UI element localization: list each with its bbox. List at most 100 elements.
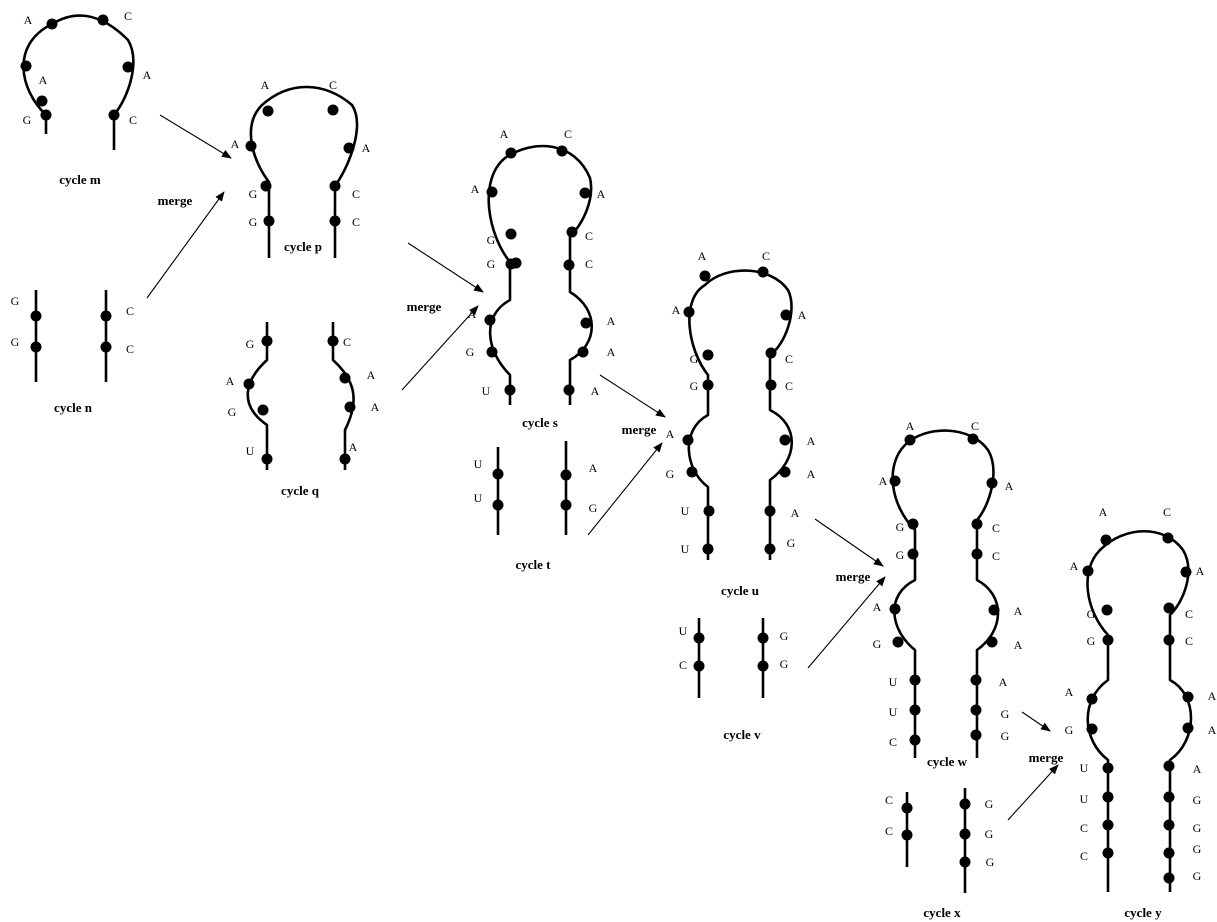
- nucleotide-label: A: [698, 249, 707, 263]
- nucleotide-label: G: [985, 797, 994, 811]
- nucleotide-label: C: [1080, 821, 1088, 835]
- nucleotide-dot: [30, 341, 42, 353]
- nucleotide-label: A: [1005, 479, 1014, 493]
- nucleotide-dot: [560, 499, 572, 511]
- nucleotide-label: A: [597, 187, 606, 201]
- nucleotide-label: A: [1099, 505, 1108, 519]
- nucleotide-dot: [261, 453, 273, 465]
- cycle-label: cycle n: [54, 400, 93, 415]
- merge-arrow: [401, 305, 479, 391]
- nucleotide-dot: [1100, 534, 1112, 546]
- nucleotide-label: A: [143, 68, 152, 82]
- nucleotide-dot: [907, 518, 919, 530]
- nucleotide-dot: [1102, 847, 1114, 859]
- nucleotide-dot: [100, 310, 112, 322]
- nucleotide-dot: [1082, 565, 1094, 577]
- nucleotide-label: U: [679, 624, 688, 638]
- nucleotide-label: G: [487, 257, 496, 271]
- nucleotide-dot: [970, 704, 982, 716]
- nucleotide-label: C: [1163, 505, 1171, 519]
- nucleotide-dot: [1163, 791, 1175, 803]
- cycle-label: cycle p: [284, 239, 322, 254]
- nucleotide-label: A: [999, 675, 1008, 689]
- nucleotide-label: U: [681, 504, 690, 518]
- nucleotide-dot: [757, 266, 769, 278]
- cycle-label: cycle s: [522, 415, 558, 430]
- merge-arrow: [407, 242, 484, 293]
- nucleotide-label: A: [1193, 762, 1202, 776]
- nucleotide-label: G: [1001, 729, 1010, 743]
- nucleotide-dot: [959, 828, 971, 840]
- nucleotide-label: G: [487, 233, 496, 247]
- nucleotide-label: C: [762, 249, 770, 263]
- nucleotide-dot: [892, 636, 904, 648]
- nucleotide-dot: [682, 434, 694, 446]
- nucleotide-dot: [765, 347, 777, 359]
- nucleotide-dot: [262, 105, 274, 117]
- nucleotide-label: G: [986, 855, 995, 869]
- merge-label: merge: [407, 299, 442, 314]
- nucleotide-label: C: [971, 419, 979, 433]
- cycle-label: cycle x: [923, 905, 961, 920]
- nucleotide-dot: [1102, 819, 1114, 831]
- nucleotide-dot: [693, 660, 705, 672]
- nucleotide-dot: [693, 632, 705, 644]
- nucleotide-dot: [339, 453, 351, 465]
- nucleotide-label: G: [690, 379, 699, 393]
- nucleotide-label: U: [482, 384, 491, 398]
- nucleotide-label: A: [807, 434, 816, 448]
- nucleotide-dot: [20, 60, 32, 72]
- nucleotide-label: C: [1185, 634, 1193, 648]
- merge-arrow: [146, 191, 225, 299]
- nucleotide-label: A: [1208, 689, 1217, 703]
- merge-arrow: [807, 576, 886, 669]
- merge-arrow: [814, 518, 884, 567]
- nucleotide-dot: [686, 466, 698, 478]
- nucleotide-dot: [1180, 566, 1192, 578]
- nucleotide-dot: [889, 475, 901, 487]
- nucleotide-label: C: [124, 9, 132, 23]
- nucleotide-label: A: [1070, 559, 1079, 573]
- nucleotide-dot: [486, 346, 498, 358]
- nucleotide-dot: [257, 404, 269, 416]
- nucleotide-label: U: [1080, 792, 1089, 806]
- nucleotide-dot: [36, 95, 48, 107]
- nucleotide-dot: [779, 434, 791, 446]
- nucleotide-label: C: [679, 658, 687, 672]
- cycle-label: cycle v: [723, 727, 761, 742]
- nucleotide-label: U: [474, 457, 483, 471]
- nucleotide-label: A: [607, 345, 616, 359]
- nucleotide-dot: [702, 543, 714, 555]
- nucleotide-dot: [986, 636, 998, 648]
- nucleotide-label: U: [681, 542, 690, 556]
- nucleotide-label: G: [873, 637, 882, 651]
- nucleotide-dot: [339, 372, 351, 384]
- nucleotide-label: G: [1087, 607, 1096, 621]
- nucleotide-dot: [329, 180, 341, 192]
- nucleotide-label: G: [896, 548, 905, 562]
- merge-label: merge: [1029, 750, 1064, 765]
- nucleotide-dot: [510, 257, 522, 269]
- nucleotide-dot: [263, 215, 275, 227]
- nucleotide-label: G: [249, 215, 258, 229]
- cycle-label: cycle q: [281, 483, 320, 498]
- nucleotide-label: C: [352, 215, 360, 229]
- nucleotide-dot: [1163, 872, 1175, 884]
- nucleotide-dot: [970, 674, 982, 686]
- nucleotide-label: G: [690, 352, 699, 366]
- merge-label: merge: [622, 422, 657, 437]
- nucleotide-dot: [1163, 847, 1175, 859]
- nucleotide-dot: [970, 729, 982, 741]
- nucleotide-label: A: [500, 127, 509, 141]
- nucleotide-label: A: [349, 440, 358, 454]
- nucleotide-dot: [986, 477, 998, 489]
- nucleotide-dot: [904, 434, 916, 446]
- nucleotide-dot: [702, 349, 714, 361]
- nucleotide-label: C: [585, 257, 593, 271]
- nucleotide-dot: [699, 270, 711, 282]
- nucleotide-label: G: [466, 345, 475, 359]
- nucleotide-dot: [971, 548, 983, 560]
- merge-arrow: [599, 374, 666, 418]
- nucleotide-label: G: [780, 629, 789, 643]
